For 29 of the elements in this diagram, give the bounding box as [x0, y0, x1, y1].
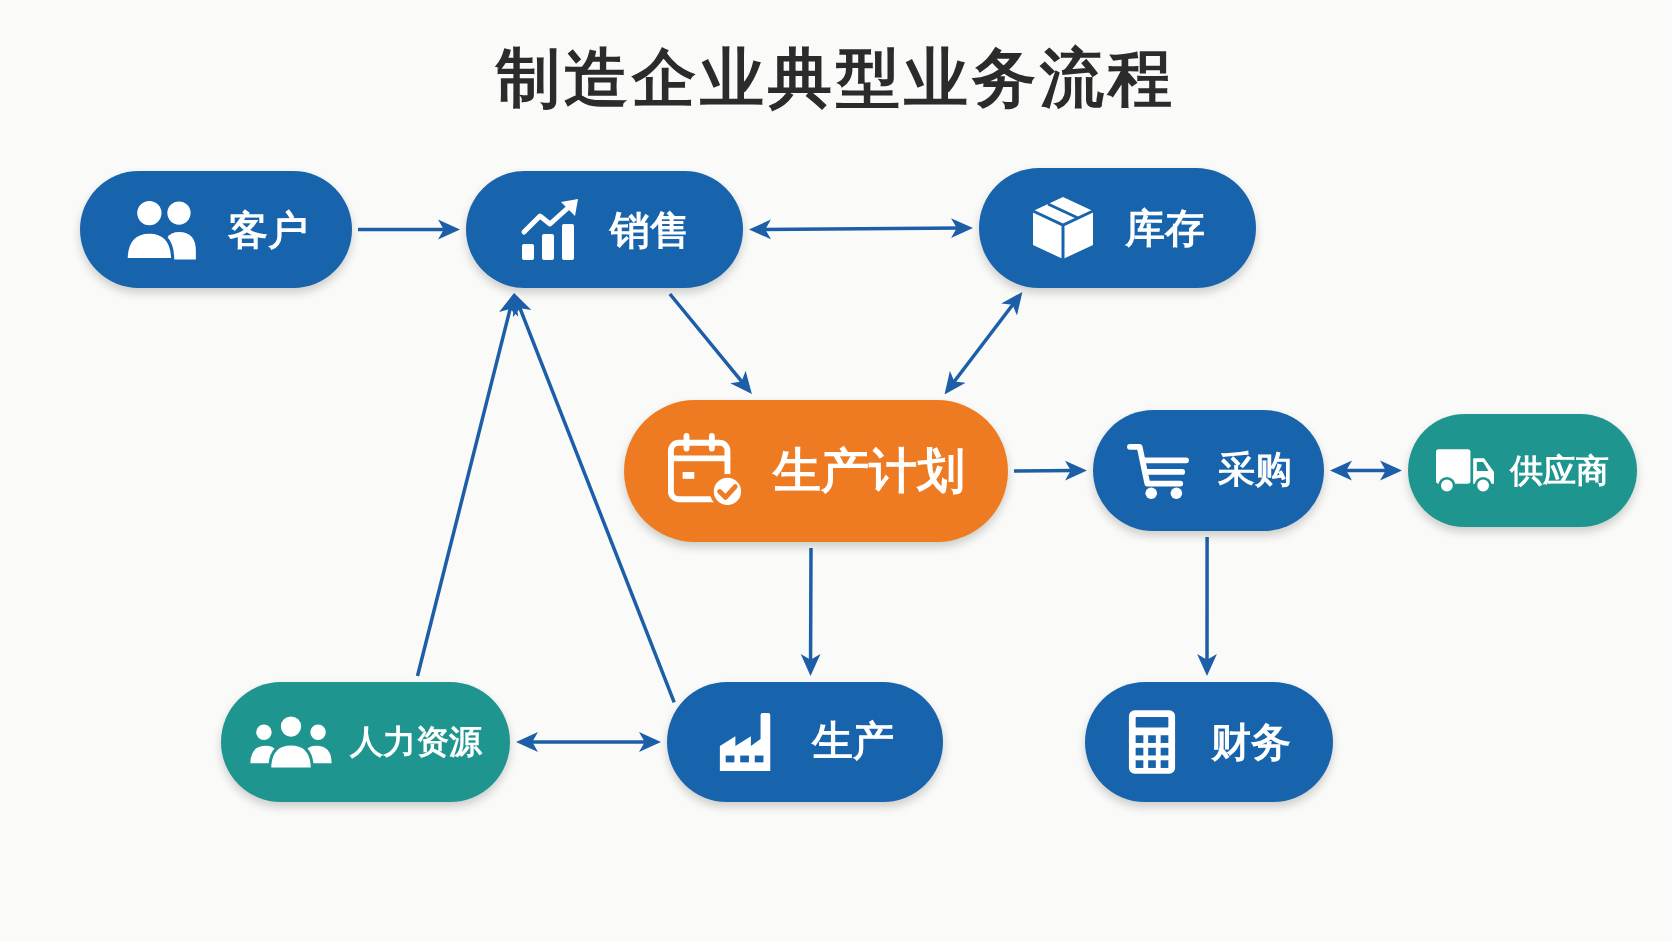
- double-arrow: [749, 218, 973, 240]
- box-label: 库存: [1124, 205, 1205, 251]
- process-box: [221, 682, 510, 802]
- process-box: [466, 171, 743, 288]
- process-box: [667, 682, 943, 802]
- box-label: 财务: [1211, 719, 1291, 765]
- arrow: [1197, 537, 1217, 676]
- box-label: 人力资源: [349, 723, 482, 761]
- box-label: 销售: [609, 206, 690, 253]
- double-arrow: [943, 290, 1024, 396]
- process-box: [979, 168, 1256, 288]
- box-label: 生产: [812, 718, 894, 766]
- arrow: [1014, 460, 1087, 481]
- process-box: [1408, 414, 1637, 527]
- double-arrow: [1330, 460, 1402, 481]
- arrow: [800, 548, 821, 676]
- process-box: [1093, 410, 1324, 531]
- double-arrow: [516, 732, 661, 752]
- arrow: [512, 292, 676, 704]
- box-label: 采购: [1217, 449, 1292, 492]
- arrow: [415, 292, 519, 677]
- arrow: [358, 219, 460, 240]
- box-label: 供应商: [1510, 451, 1609, 490]
- process-box: [80, 171, 352, 288]
- title: 制造企业典型业务流程: [496, 40, 1176, 117]
- box-label: 客户: [228, 206, 308, 253]
- process-box: [1085, 682, 1333, 802]
- arrow: [668, 292, 754, 396]
- box-label: 生产计划: [773, 443, 965, 499]
